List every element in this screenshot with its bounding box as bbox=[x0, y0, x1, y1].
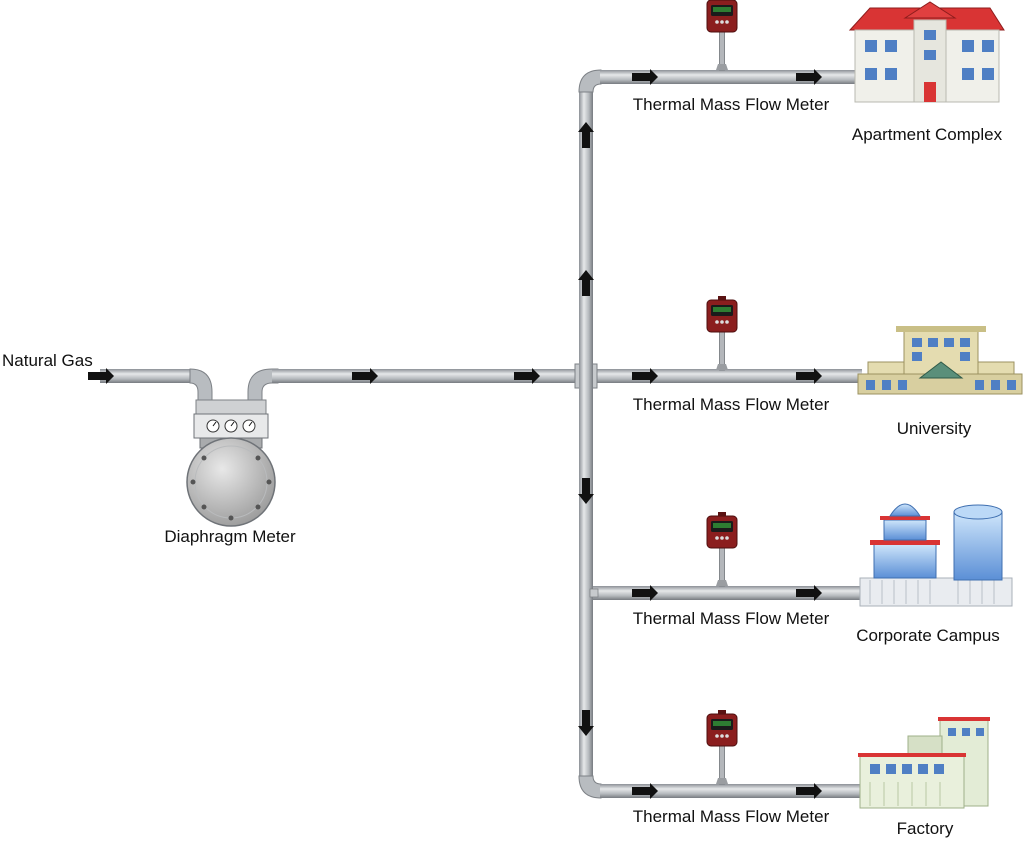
apartment-building-icon bbox=[848, 1, 1005, 103]
flow-meter-label-university: Thermal Mass Flow Meter bbox=[633, 395, 830, 414]
diaphragm-meter-label: Diaphragm Meter bbox=[164, 527, 296, 546]
destination-label-university: University bbox=[897, 419, 972, 438]
flow-arrow bbox=[88, 368, 114, 384]
flow-arrow bbox=[796, 783, 822, 799]
flow-arrows bbox=[88, 69, 822, 799]
factory-building-icon bbox=[858, 717, 990, 809]
flow-meter-label-campus: Thermal Mass Flow Meter bbox=[633, 609, 830, 628]
destination-label-campus: Corporate Campus bbox=[856, 626, 1000, 645]
flow-meter-label-apartment: Thermal Mass Flow Meter bbox=[633, 95, 830, 114]
university-building-icon bbox=[857, 326, 1023, 395]
natural-gas-label: Natural Gas bbox=[2, 351, 93, 370]
bottom-elbow bbox=[578, 775, 602, 799]
flow-arrow-up bbox=[578, 122, 594, 148]
flow-arrow-down bbox=[578, 478, 594, 504]
flow-meter-label-factory: Thermal Mass Flow Meter bbox=[633, 807, 830, 826]
top-elbow bbox=[578, 69, 602, 93]
flow-arrow bbox=[632, 69, 658, 85]
flow-arrow bbox=[796, 585, 822, 601]
flow-arrow bbox=[632, 585, 658, 601]
flow-arrow bbox=[796, 69, 822, 85]
flow-meter-apartment-icon bbox=[706, 0, 738, 71]
distribution-riser bbox=[579, 88, 593, 778]
flow-arrow-up bbox=[578, 270, 594, 296]
flow-arrow bbox=[796, 368, 822, 384]
inlet-pipe bbox=[100, 369, 195, 383]
flow-meter-factory-icon bbox=[706, 709, 738, 785]
flow-meter-campus-icon bbox=[706, 511, 738, 587]
flow-arrow-down bbox=[578, 710, 594, 736]
flow-arrow bbox=[632, 783, 658, 799]
corporate-campus-building-icon bbox=[859, 503, 1013, 607]
campus-branch-pipe bbox=[593, 586, 862, 600]
flow-arrow bbox=[632, 368, 658, 384]
destination-label-factory: Factory bbox=[897, 819, 954, 838]
flow-meter-university-icon bbox=[706, 295, 738, 371]
main-pipe bbox=[272, 369, 862, 383]
flow-arrow bbox=[514, 368, 540, 384]
destination-label-apartment: Apartment Complex bbox=[852, 125, 1003, 144]
diaphragm-meter bbox=[186, 399, 276, 527]
flow-arrow bbox=[352, 368, 378, 384]
